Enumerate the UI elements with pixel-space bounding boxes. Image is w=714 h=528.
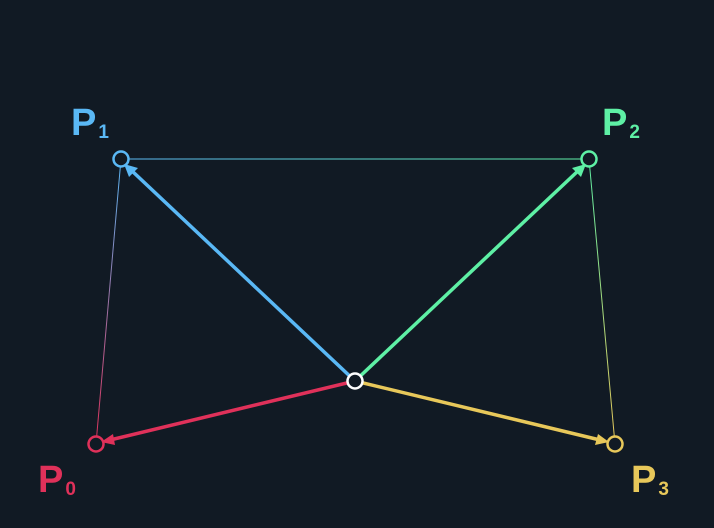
label-p2-subscript: 2 [629,122,640,143]
vector-arrowhead-p1 [124,164,138,177]
control-point-p0[interactable] [87,435,105,453]
control-point-p1[interactable] [112,150,130,168]
control-point-p2[interactable] [580,150,598,168]
label-p3-subscript: 3 [658,479,669,500]
edge-p0-p1 [95,158,122,445]
label-p2-letter: P [602,102,627,144]
label-p3-letter: P [631,459,656,501]
control-point-p3[interactable] [606,435,624,453]
vector-shaft-p2 [353,168,581,383]
label-p0-letter: P [38,459,63,501]
center-point[interactable] [346,372,364,390]
label-p1-letter: P [71,102,96,144]
label-p1-subscript: 1 [98,122,109,143]
vector-arrowhead-p2 [572,164,586,177]
edge-p2-p3 [588,158,616,445]
label-p0-subscript: 0 [65,479,76,500]
vector-shaft-p1 [129,168,357,383]
vector-shaft-p3 [353,379,602,442]
vector-shaft-p0 [108,379,357,442]
vector-arrowhead-p3 [595,434,609,445]
